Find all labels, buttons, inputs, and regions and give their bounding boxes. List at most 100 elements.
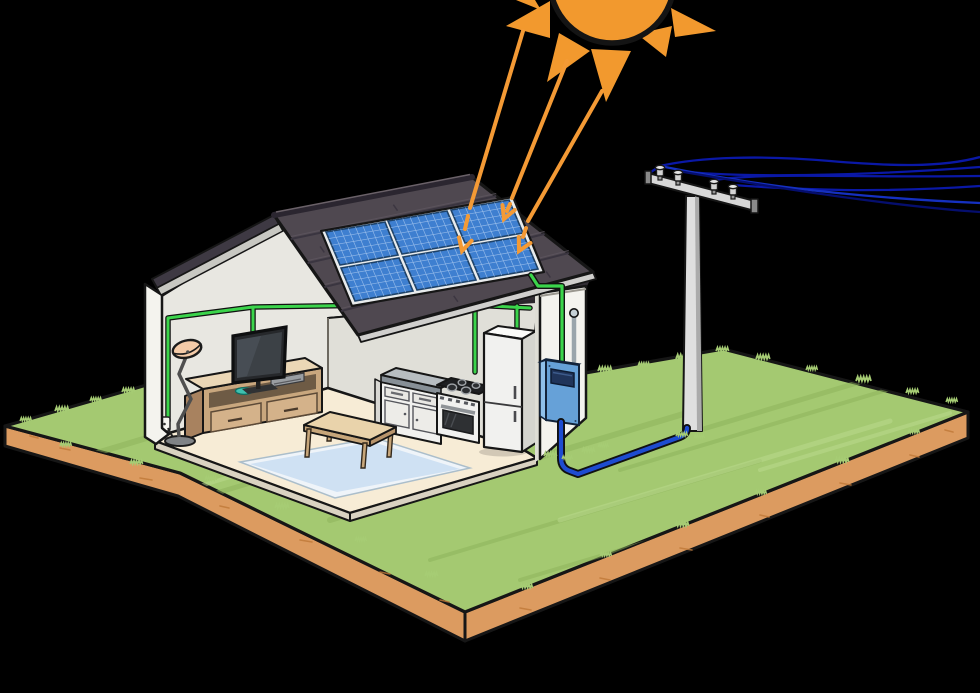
sunbeam: [521, 89, 604, 239]
insulator: [727, 183, 739, 200]
grass-tuft: [519, 581, 534, 591]
sun-ray: [591, 49, 631, 102]
rug: [237, 437, 473, 499]
grass-tuft: [19, 415, 33, 424]
grass-tuft: [543, 449, 558, 459]
sun-ray: [547, 33, 590, 82]
drawer-handle: [390, 391, 404, 397]
grass-tuft: [834, 455, 850, 465]
table-leg: [360, 442, 368, 469]
power-line: [732, 183, 980, 192]
gable-trim: [156, 223, 284, 296]
grass-tuft: [597, 364, 613, 374]
grass-tuft: [693, 432, 705, 440]
conduit-cap: [568, 307, 579, 318]
sunbeam: [463, 29, 525, 231]
grass-tuft: [674, 519, 690, 529]
grass-tuft: [59, 440, 73, 449]
pole-shaft-shade: [695, 196, 702, 431]
panel-to-inverter-wire: [529, 273, 564, 364]
cabinet-door: [384, 399, 410, 429]
house: [143, 173, 597, 522]
sunbeam-arrowhead: [516, 235, 533, 255]
display-glare: [552, 371, 573, 377]
solar-panel: [339, 257, 415, 302]
drawer-handle: [418, 397, 432, 403]
grass-tuft: [424, 569, 439, 579]
grass-tuft: [754, 488, 768, 497]
oven-handle: [440, 404, 476, 415]
stand-drawer: [266, 392, 318, 423]
tv: [231, 325, 288, 394]
grass-tuft: [715, 344, 730, 354]
insulators: [654, 164, 739, 200]
crossarm-end-cap: [644, 170, 652, 185]
grass-tuft: [637, 360, 651, 369]
drawer-handle: [283, 407, 299, 413]
grass-tuft: [121, 385, 136, 395]
oven-glass-sheen: [444, 412, 450, 426]
grass-tuft: [561, 453, 573, 461]
stove-oven: [436, 377, 494, 444]
sunbeam-arrowhead: [500, 203, 517, 223]
power-line: [713, 174, 980, 182]
tv-stand-side: [184, 388, 204, 441]
inverter-meter-box: [537, 358, 582, 427]
stand-drawer: [210, 402, 262, 433]
grass-tuft: [907, 427, 921, 436]
grass-tuft: [129, 457, 144, 467]
power-line: [659, 155, 980, 168]
power-line: [659, 164, 980, 205]
sunbeams: [457, 29, 604, 256]
sun-ray: [506, 1, 550, 38]
drawer-handle: [227, 417, 243, 423]
utility-pole: [644, 155, 980, 432]
grass-tuft: [204, 474, 218, 483]
door-knob: [415, 418, 419, 422]
solar-panel: [324, 221, 400, 266]
tv-neck: [256, 379, 261, 389]
grass-tuft: [855, 373, 872, 384]
media-player-slot: [273, 378, 302, 385]
lamp-pole: [176, 356, 193, 438]
burners: [446, 379, 481, 395]
dirt-texture: [29, 429, 954, 611]
sun-ray: [516, 0, 541, 10]
rug-center: [250, 442, 460, 492]
lamp-base: [164, 435, 196, 447]
table-top: [303, 411, 397, 441]
grass-tuft: [54, 404, 70, 414]
table-leg: [304, 428, 312, 458]
sun-disc: [550, 0, 674, 46]
crossarm-end-cap: [750, 198, 759, 214]
oven-window: [442, 409, 474, 435]
tv-screen-sheen: [237, 336, 261, 378]
grass-tuft: [945, 396, 959, 405]
grass-tuft: [597, 441, 609, 449]
fridge-side: [521, 330, 537, 453]
outlet-socket: [163, 422, 166, 426]
grass-tuft: [675, 430, 689, 439]
insulator: [654, 164, 666, 181]
box-display: [550, 368, 575, 388]
grass-tuft: [89, 395, 103, 404]
exterior-wiring: [528, 272, 579, 365]
refrigerator: [479, 325, 537, 457]
lamp-shade: [171, 338, 203, 360]
grass-tuft: [755, 352, 771, 362]
grass-tuft: [274, 501, 290, 511]
sun-ray: [671, 8, 716, 37]
oven-knobs: [439, 396, 476, 407]
sunbeam-arrowhead: [457, 235, 474, 256]
sun: [506, 0, 716, 102]
box-screw: [548, 365, 551, 367]
oven-glass-sheen: [450, 413, 457, 428]
grass-tuft: [599, 550, 613, 559]
insulator: [708, 178, 720, 195]
sunbeam: [505, 59, 569, 213]
power-line: [677, 169, 980, 214]
foreground-grass-tufts: [543, 430, 705, 461]
fridge-door-split: [483, 401, 523, 408]
